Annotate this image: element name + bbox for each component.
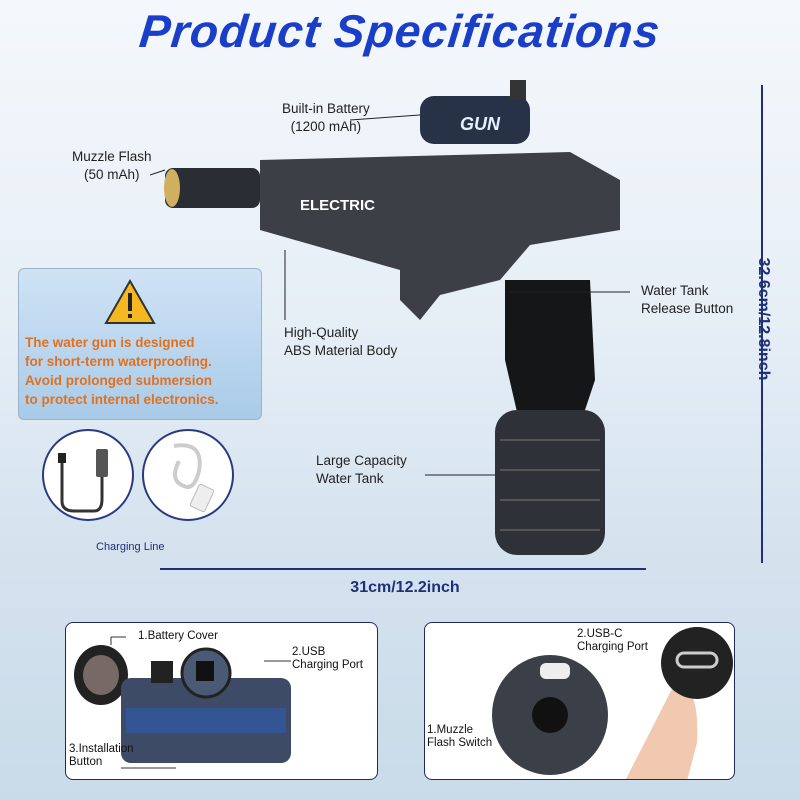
muzzle-flash [165,168,260,208]
warning-line: The water gun is designed [25,335,195,350]
callout-release: Water Tank [641,283,709,298]
callout-body: High-Quality [284,325,359,340]
callout-muzzle-capacity: (50 mAh) [84,167,140,182]
charging-line-label: Charging Line [96,541,165,553]
black-cable-image [42,429,134,521]
scope [420,96,530,144]
white-cable-image [142,429,234,521]
battery-cover-label: 1.Battery Cover [138,630,218,642]
callout-body-material: ABS Material Body [284,343,398,358]
warning-icon [104,279,156,324]
usb-port-label: 2.USB [292,646,326,658]
grip [505,280,595,425]
water-tank [495,410,605,555]
warning-box: The water gun is designed for short-term… [18,268,262,420]
usb-port-label-2: Charging Port [292,659,363,671]
usb-c-port-label: 2.USB-C [577,628,623,640]
callout-tank-label: Water Tank [316,471,384,486]
width-dimension-line [160,568,646,570]
installation-button-label-2: Button [69,756,103,768]
width-dimension: 31cm/12.2inch [350,579,460,596]
muzzle-detail-panel: 2.USB-C Charging Port 1.Muzzle Flash Swi… [424,622,735,780]
height-dimension-line [761,85,763,563]
callout-release-button: Release Button [641,301,734,316]
installation-button-label: 3.Installation [69,743,134,755]
warning-line: for short-term waterproofing. [25,354,212,369]
callout-tank: Large Capacity [316,453,407,468]
callout-battery-capacity: (1200 mAh) [290,119,362,134]
page-title: Product Specifications [137,5,663,57]
callout-muzzle: Muzzle Flash [72,149,152,164]
height-dimension: 32.6cm/12.8inch [755,257,772,381]
callout-battery: Built-in Battery [282,101,370,116]
water-gun-image: GUN ELECTRIC [150,80,630,555]
scope-logo: GUN [460,114,501,134]
gun-body [260,152,620,320]
warning-line: Avoid prolonged submersion [25,373,213,388]
scope-detail-panel: 1.Battery Cover 2.USB Charging Port 3.In… [65,622,378,780]
warning-line: to protect internal electronics. [25,392,219,407]
usb-c-port-label-2: Charging Port [577,641,648,653]
muzzle-switch-label: 1.Muzzle [427,724,474,736]
body-logo: ELECTRIC [300,197,375,214]
muzzle-switch-label-2: Flash Switch [427,737,493,749]
